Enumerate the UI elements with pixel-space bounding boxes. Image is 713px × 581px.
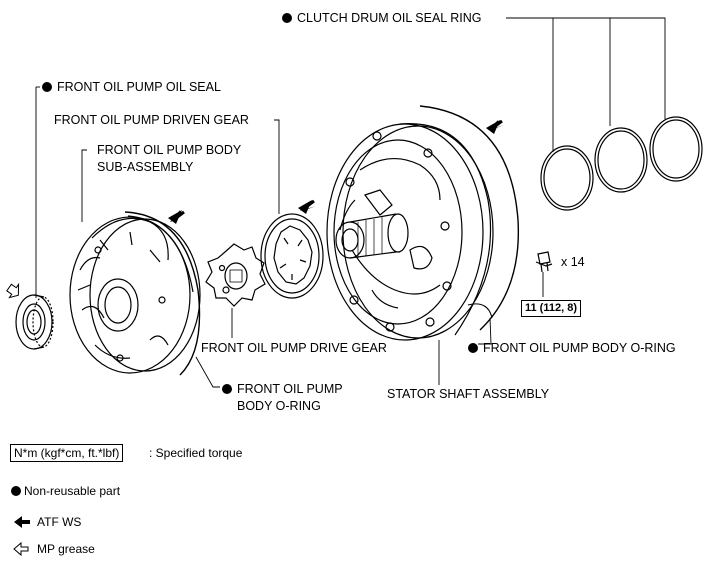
seal-rings-drawing xyxy=(540,116,703,211)
label-body-subassembly-1: FRONT OIL PUMP BODY xyxy=(97,143,242,157)
driven-gear-drawing xyxy=(260,213,324,299)
label-body-subassembly-2: SUB-ASSEMBLY xyxy=(97,160,194,174)
oil-seal-drawing xyxy=(15,294,54,350)
pump-body-drawing xyxy=(69,211,201,376)
legend-torque-unit: N*m (kgf*cm, ft.*lbf) xyxy=(10,444,124,462)
non-reusable-dot-icon xyxy=(468,343,478,353)
non-reusable-dot-icon xyxy=(222,384,232,394)
label-driven-gear: FRONT OIL PUMP DRIVEN GEAR xyxy=(54,113,249,127)
label-stator-shaft: STATOR SHAFT ASSEMBLY xyxy=(387,387,550,401)
bolt-torque-box: 11 (112, 8) xyxy=(521,300,581,317)
label-clutch-drum-seal-ring: CLUTCH DRUM OIL SEAL RING xyxy=(282,11,482,26)
legend-non-reusable: Non-reusable part xyxy=(11,484,120,498)
atf-arrows xyxy=(168,119,504,224)
bolt-drawing xyxy=(535,251,553,273)
legend-symbols xyxy=(13,516,30,557)
drive-gear-drawing xyxy=(205,243,266,307)
non-reusable-dot-icon xyxy=(11,486,21,496)
non-reusable-dot-icon xyxy=(42,82,52,92)
label-body-oring-left-1: FRONT OIL PUMP xyxy=(222,382,343,397)
legend-torque-desc: : Specified torque xyxy=(149,446,243,460)
bolt-quantity: x 14 xyxy=(561,255,585,269)
legend-mp-grease: MP grease xyxy=(37,542,95,556)
non-reusable-dot-icon xyxy=(282,13,292,23)
label-drive-gear: FRONT OIL PUMP DRIVE GEAR xyxy=(201,341,387,355)
leader-lines xyxy=(35,17,666,388)
label-body-oring-left-2: BODY O-RING xyxy=(237,399,321,413)
legend-atf: ATF WS xyxy=(37,515,82,529)
label-body-oring-right: FRONT OIL PUMP BODY O-RING xyxy=(468,341,676,356)
label-front-pump-oil-seal: FRONT OIL PUMP OIL SEAL xyxy=(42,80,221,95)
mp-grease-arrow xyxy=(6,282,20,299)
stator-shaft-drawing xyxy=(326,105,520,341)
